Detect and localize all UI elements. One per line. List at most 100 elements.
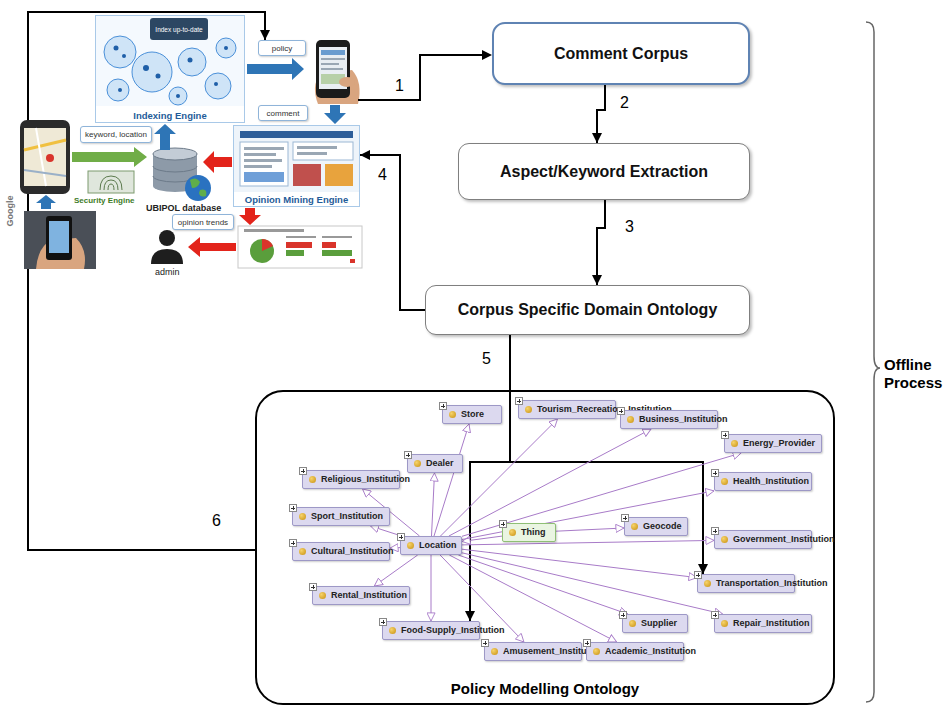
admin-icon [159, 230, 175, 246]
expand-icon [313, 585, 314, 589]
class-box-text: Cultural_Institution [311, 546, 385, 557]
leader-line [482, 50, 492, 60]
picture-caption: admin [155, 267, 180, 277]
indexing-engine-art [118, 88, 122, 92]
indexing-engine-art [205, 73, 231, 99]
phone-picture [316, 40, 350, 98]
expand-icon [299, 467, 307, 475]
subclass-connector [390, 547, 400, 549]
expand-icon [293, 506, 294, 510]
expand-icon [503, 522, 504, 526]
expand-icon [481, 639, 489, 647]
expand-icon [587, 641, 588, 645]
indexing-engine-art [169, 87, 187, 105]
indexing-engine-art [96, 16, 244, 106]
map-phone-picture [20, 120, 70, 194]
class-box-text: Tourism_Recreation_Institution [537, 404, 611, 415]
map-phone-picture [24, 128, 66, 186]
database-picture [153, 166, 197, 172]
subclass-connector [441, 419, 558, 536]
class-box-text: Business_Institution [639, 414, 713, 425]
indexing-engine-art [214, 82, 218, 86]
chart-picture [238, 226, 362, 268]
tag-box-text: opinion trends [178, 218, 228, 227]
class-dot [319, 592, 326, 599]
chart-picture [286, 242, 312, 248]
flow-arrow [154, 124, 176, 150]
opinion-mining-art [325, 164, 353, 186]
process-box: Corpus Specific Domain Ontology [425, 285, 750, 335]
phone-picture [339, 77, 355, 87]
flow-arrow [188, 237, 236, 257]
callout-number: 3 [625, 218, 634, 236]
class-box: Academic_Institution [586, 642, 684, 661]
expand-icon [309, 583, 317, 591]
chart-picture [350, 259, 355, 263]
tag-box: keyword, location [80, 126, 152, 143]
expand-icon [443, 404, 444, 408]
phone-picture [321, 68, 343, 70]
flow-arrow [203, 151, 232, 173]
subclass-connector [462, 549, 697, 577]
class-box: Government_Institution [714, 530, 812, 549]
security-picture [104, 180, 118, 190]
leader-line [358, 55, 484, 100]
tag-box-text: policy [272, 44, 292, 53]
subclass-connector [462, 491, 714, 540]
chart-picture [322, 250, 352, 256]
security-picture [108, 184, 114, 190]
expand-icon [715, 613, 716, 617]
map-phone-picture [36, 128, 46, 186]
expand-icon [515, 397, 523, 405]
hand-phone-picture [46, 216, 72, 260]
flow-arrow [247, 58, 304, 80]
class-dot [414, 460, 421, 467]
tag-box: opinion trends [172, 214, 234, 230]
flow-arrow [72, 147, 147, 167]
expand-icon [289, 539, 297, 547]
class-box: Energy_Provider [724, 434, 822, 453]
class-box: Tourism_Recreation_Institution [518, 400, 616, 419]
expand-icon [725, 433, 726, 437]
expand-icon [711, 469, 719, 477]
class-dot [629, 620, 636, 627]
class-box-text: Repair_Institution [733, 618, 807, 629]
process-bracket [866, 22, 880, 702]
flow-arrow [36, 195, 56, 209]
opinion-mining-art [297, 146, 337, 149]
class-box-text: Thing [521, 527, 551, 538]
class-box: Location [400, 536, 462, 555]
expand-icon [621, 409, 622, 413]
expand-icon [397, 533, 405, 541]
class-box: Dealer [407, 454, 463, 473]
subclass-connector [556, 528, 624, 531]
flow-connector [597, 85, 605, 143]
chart-picture [322, 242, 336, 248]
indexing-engine-art [122, 54, 126, 58]
flow-connector [597, 200, 605, 285]
chart-picture [286, 250, 304, 256]
admin-icon [151, 249, 183, 264]
flow-arrow [188, 237, 236, 257]
picture-caption: UBIPOL database [146, 203, 221, 213]
expand-icon [383, 620, 384, 624]
indexing-engine-art [216, 38, 236, 58]
flow-arrow [154, 124, 176, 150]
opinion-mining-art [297, 152, 327, 155]
expand-icon [621, 514, 629, 522]
hand-phone-picture [49, 221, 69, 253]
opinion-mining-art [244, 172, 284, 182]
process-box-text: Aspect/Keyword Extraction [500, 163, 708, 181]
flow-arrow [36, 195, 56, 209]
class-box-text: Supplier [641, 618, 683, 629]
flow-arrow [239, 208, 261, 225]
security-picture [88, 171, 134, 193]
admin-icon [151, 230, 183, 264]
indexing-engine-art [143, 65, 149, 71]
map-phone-picture [24, 140, 66, 150]
class-dot [407, 542, 414, 549]
class-dot [509, 529, 516, 536]
flow-arrow [203, 151, 232, 173]
